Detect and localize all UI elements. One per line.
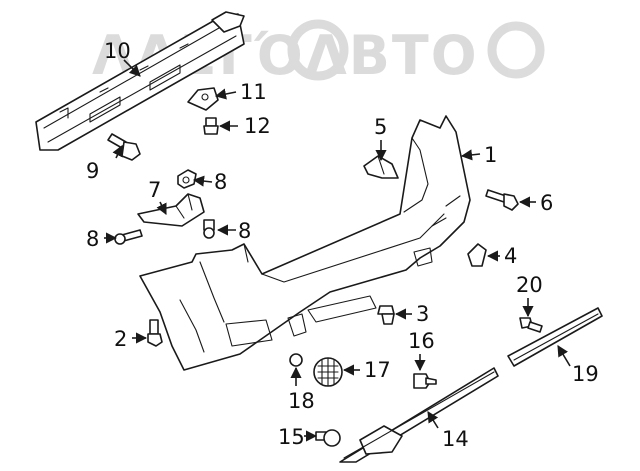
part-1-bumper-cover <box>139 115 471 371</box>
part-3-clip <box>377 305 395 325</box>
part-8-screw-right <box>203 219 215 239</box>
part-8-screw-left <box>114 229 143 245</box>
leader-14 <box>427 411 439 429</box>
part-7-bracket <box>137 193 205 227</box>
callout-2: 2 <box>114 327 127 351</box>
part-19-garnish-strip <box>507 307 603 367</box>
part-10-reinforcement-beam <box>35 11 245 151</box>
part-2-bolt <box>147 319 163 347</box>
part-11-bolt <box>107 133 141 161</box>
part-13-bolt <box>203 117 219 135</box>
leader-9 <box>192 175 213 187</box>
part-12-clip <box>187 87 219 111</box>
callout-10: 10 <box>104 39 131 63</box>
callout-9: 8 <box>214 170 227 194</box>
leader-1 <box>460 149 481 161</box>
callout-6: 6 <box>540 191 553 215</box>
callout-12: 11 <box>240 80 267 104</box>
callout-18: 18 <box>288 389 315 413</box>
callout-7: 7 <box>148 178 161 202</box>
callout-19: 19 <box>572 362 599 386</box>
watermark-ring-icon <box>487 21 545 79</box>
callout-labels: 10 11 12 9 8 7 8 8 5 1 6 4 3 2 18 17 16 … <box>86 39 599 451</box>
part-16-bolt <box>413 373 437 389</box>
callout-16: 16 <box>408 329 435 353</box>
leader-10 <box>123 59 141 77</box>
callout-1: 1 <box>484 143 497 167</box>
leader-12 <box>214 88 237 100</box>
leader-11 <box>112 144 123 159</box>
callout-17: 17 <box>364 358 391 382</box>
callout-5: 5 <box>374 115 387 139</box>
leader-19 <box>557 345 571 367</box>
part-4-clip <box>467 243 487 267</box>
part-18-grommet <box>289 353 303 367</box>
callout-8-left: 8 <box>86 227 99 251</box>
callout-14: 14 <box>442 427 469 451</box>
callout-15: 15 <box>278 425 305 449</box>
callout-4: 4 <box>504 244 517 268</box>
callout-8-right: 8 <box>238 219 251 243</box>
part-20-bolt <box>519 317 543 333</box>
callout-3: 3 <box>416 302 429 326</box>
part-9-nut <box>177 169 197 189</box>
part-15-screw <box>315 429 341 447</box>
callout-13: 12 <box>244 114 271 138</box>
part-17-reflector <box>313 357 343 387</box>
watermark-wheel-icon <box>287 19 349 81</box>
part-14-lower-garnish <box>339 367 499 463</box>
leader-7 <box>156 201 167 216</box>
callout-11: 9 <box>86 159 99 183</box>
part-6-bolt <box>485 189 519 211</box>
leader-lines <box>104 59 571 442</box>
callout-20: 20 <box>516 273 543 297</box>
